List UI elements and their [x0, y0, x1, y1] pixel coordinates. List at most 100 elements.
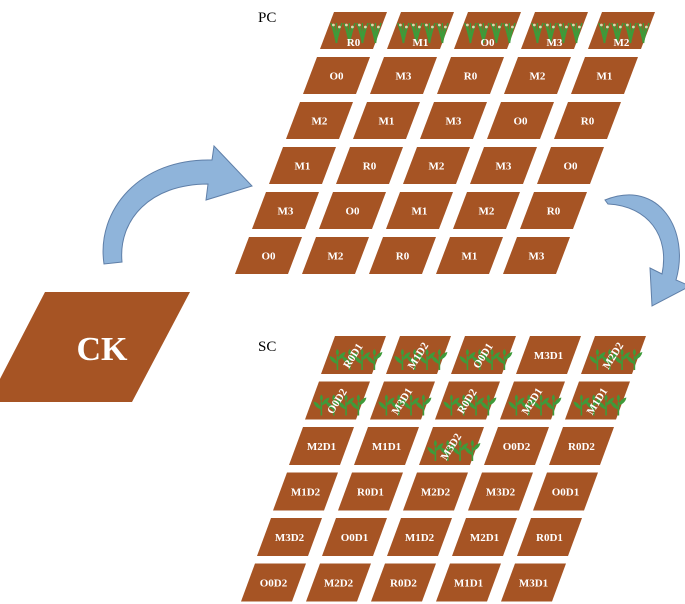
plot-cell: O0 [487, 102, 554, 139]
plot-shape [537, 147, 604, 184]
plot-cell: O0 [319, 192, 386, 229]
plot-cell: M2 [453, 192, 520, 229]
plot-cell: M1D2 [387, 518, 452, 556]
plot-cell: M2D2 [403, 472, 468, 511]
plot-shape [306, 563, 371, 602]
plot-shape [269, 147, 336, 184]
plot-cell: R0 [520, 192, 587, 229]
seedling-icon [350, 394, 367, 416]
plot-cell: M2D1 [289, 427, 354, 465]
plot-cell: M3D2 [257, 518, 322, 556]
plot-shape [436, 237, 503, 274]
plot-label: O0 [480, 37, 495, 49]
seedling-icon [545, 394, 562, 416]
plot-cell: M3D1 [516, 336, 581, 374]
plot-shape [354, 427, 419, 465]
curved-arrow-icon [604, 194, 685, 307]
plot-label: R0D1 [357, 487, 384, 499]
seedling-icon [480, 394, 497, 416]
arrow-pc-to-sc [604, 194, 685, 307]
plot-label: M2 [614, 37, 630, 49]
plot-shape [387, 518, 452, 556]
plot-label: M2 [530, 71, 546, 83]
plot-label: O0D2 [260, 578, 288, 590]
plot-label: M3D1 [534, 350, 563, 362]
plot-shape [386, 192, 453, 229]
plot-label: R0 [464, 71, 478, 83]
rice-plant-icon [330, 22, 343, 44]
plot-cell: R0D1 [321, 336, 386, 374]
plot-shape [516, 336, 581, 374]
plot-label: M3D2 [275, 532, 305, 544]
rice-plant-icon [544, 22, 557, 44]
plot-label: M2 [328, 251, 344, 263]
plot-cell: M1 [571, 57, 638, 94]
seedling-icon [468, 394, 485, 416]
rice-plant-icon [410, 22, 423, 44]
plot-label: R0 [581, 116, 595, 128]
plot-shape [468, 472, 533, 511]
plot-label: M3 [278, 206, 294, 218]
plot-label: R0 [547, 206, 561, 218]
plot-shape [303, 57, 370, 94]
plot-label: M1 [295, 161, 311, 173]
plot-cell: M2 [588, 12, 655, 49]
rice-plant-icon [557, 22, 570, 44]
seedling-icon [354, 349, 371, 370]
plot-shape [257, 518, 322, 556]
plot-label: R0D1 [536, 532, 563, 544]
plot-cell: M3D2 [468, 472, 533, 511]
plot-shape [286, 102, 353, 139]
seedling-icon [329, 349, 346, 370]
plot-shape [252, 192, 319, 229]
plot-cell: M1D1 [354, 427, 419, 465]
plot-label: O0 [513, 116, 528, 128]
plot-shape [371, 563, 436, 602]
seedling-icon [403, 394, 420, 416]
plot-cell: O0D2 [241, 563, 306, 602]
rice-plant-icon [490, 22, 503, 44]
rice-plant-icon [477, 22, 490, 44]
seedling-icon [452, 440, 469, 461]
plot-label: M1 [412, 206, 428, 218]
seedling-icon [589, 349, 606, 370]
rice-plant-icon [624, 22, 637, 44]
plot-label: M2 [479, 206, 495, 218]
seedling-icon [415, 394, 432, 416]
plot-shape [437, 57, 504, 94]
plot-shape [353, 102, 420, 139]
rice-plant-icon [503, 22, 516, 44]
seedling-icon [427, 440, 444, 461]
seedling-icon [598, 394, 615, 416]
seedling-icon [533, 394, 550, 416]
plot-cell: M2 [286, 102, 353, 139]
seedling-icon [431, 349, 448, 370]
rice-plant-icon [423, 22, 436, 44]
plot-cell: M3 [420, 102, 487, 139]
plot-cell: M2 [403, 147, 470, 184]
plot-label: M2D1 [307, 441, 336, 453]
rice-plant-icon [637, 22, 650, 44]
arrow-ck-to-pc [102, 144, 253, 265]
plot-label: M1D1 [372, 441, 401, 453]
rice-plant-icon [598, 22, 611, 44]
plot-label: M1 [597, 71, 613, 83]
plot-cell: M2 [504, 57, 571, 94]
plot-label: M1D1 [454, 578, 483, 590]
plot-label: O0D1 [552, 487, 580, 499]
plot-shape [302, 237, 369, 274]
plot-cell: O0 [303, 57, 370, 94]
plot-cell: R0 [554, 102, 621, 139]
plot-label: M1 [462, 251, 478, 263]
plot-label: M3 [396, 71, 412, 83]
plot-label: M1D2 [291, 487, 321, 499]
plot-cell: R0 [369, 237, 436, 274]
plot-shape [503, 237, 570, 274]
plot-label: R0 [396, 251, 410, 263]
seedling-icon [508, 394, 525, 416]
plot-shape [452, 518, 517, 556]
plot-label: O0 [329, 71, 344, 83]
plot-label: M2 [312, 116, 328, 128]
rice-plant-icon [570, 22, 583, 44]
